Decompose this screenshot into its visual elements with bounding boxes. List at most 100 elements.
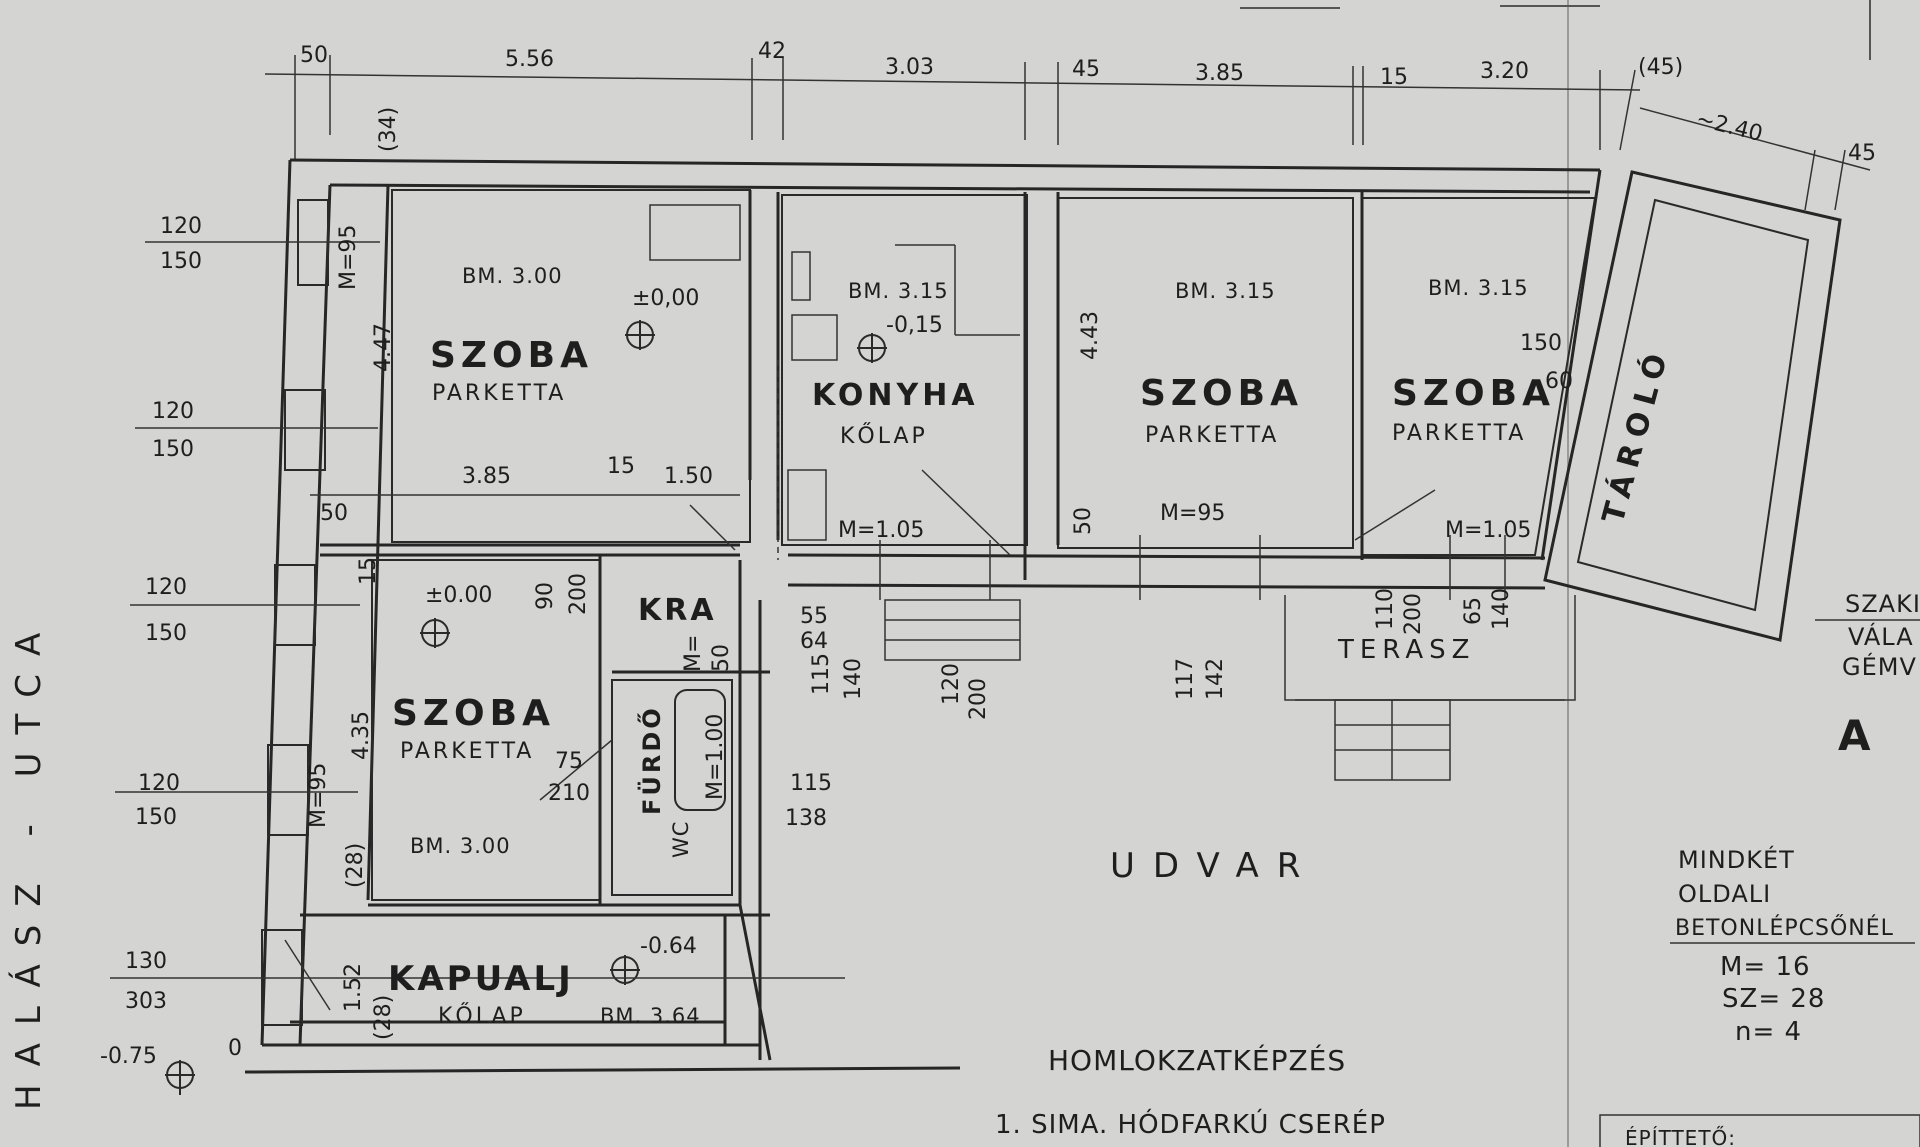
dim-385: 3.85 [462,464,511,489]
szoba1-name: SZOBA [430,335,593,376]
szoba3-floor: PARKETTA [1392,421,1526,446]
dim-200-step: 200 [966,678,991,720]
edge-note-1: SZAKI [1845,590,1920,618]
dim-top-303: 3.03 [885,55,934,80]
dim-142: 142 [1203,658,1228,700]
konyha-name: KONYHA [812,378,979,413]
dim-m105b: M=1.05 [1445,518,1531,543]
dim-m100: M=1.00 [703,714,728,800]
top-dimension-chain: 50 5.56 42 3.03 45 3.85 15 3.20 (45) ~2.… [264,39,1876,211]
dim-75: 75 [555,749,583,774]
building-walls [110,158,1920,1147]
dim-152: 1.52 [341,963,366,1012]
szoba1-floor: PARKETTA [432,381,566,406]
szoba2-floor: PARKETTA [1145,423,1279,448]
level-000: ±0.00 [425,583,492,608]
level-marker-1 [625,320,655,350]
dim-m95b: M=95 [306,763,331,828]
szoba2-bm: BM. 3.15 [1175,279,1276,303]
dim-m95a: M=95 [336,225,361,290]
dim-50a: 50 [320,501,348,526]
win4-width: 120 [138,771,180,796]
dim-65: 65 [1461,597,1486,625]
dim-60w: 60 [1545,369,1573,394]
dim-15b: 15 [356,557,381,585]
dim-140a: 140 [841,658,866,700]
misc-dimensions: (34) M=95 4.47 3.85 15 1.50 50 15 90 200… [228,107,1573,1061]
stairs-note-n: n= 4 [1735,1017,1802,1047]
szoba3-bm: BM. 3.15 [1428,276,1529,300]
level-marker-3 [420,618,450,648]
dim-m95c: M=95 [1160,501,1225,526]
dim-top-385: 3.85 [1195,61,1244,86]
dim-115b: 115 [790,771,832,796]
edge-note-3: GÉMV [1842,652,1917,681]
dim-117: 117 [1173,658,1198,700]
dim-150w: 150 [1520,331,1562,356]
level-075: -0.75 [100,1044,157,1069]
dim-140b: 140 [1489,588,1514,630]
stairs-note-m: M= 16 [1720,952,1811,982]
level-marker-4 [610,955,640,985]
dim-mk: M= [681,635,706,672]
dim-top-240: ~2.40 [1694,107,1765,148]
stairs-note-3: BETONLÉPCSŐNÉL [1675,915,1894,941]
win5-height: 303 [125,989,167,1014]
win3-height: 150 [145,621,187,646]
win4-height: 150 [135,805,177,830]
edge-note-2: VÁLA [1848,622,1914,651]
dim-435: 4.35 [349,711,374,760]
szoba2-name: SZOBA [1140,373,1303,414]
dim-top-556: 5.56 [505,47,554,72]
dim-115a: 115 [809,653,834,695]
floor-levels: ±0,00 -0,15 ±0.00 -0.64 -0.75 [100,286,943,1069]
dim-top-45p: (45) [1638,55,1683,80]
kapualj-bm: BM. 3.64 [600,1004,701,1028]
level-marker-2 [857,333,887,363]
facade-title: HOMLOKZATKÉPZÉS [1048,1043,1346,1077]
dim-200b: 200 [1401,593,1426,635]
bottom-box-text: ÉPÍTTETŐ: [1625,1126,1736,1147]
szoba4-floor: PARKETTA [400,739,534,764]
dim-top-50: 50 [300,43,328,68]
stairs-note-sz: SZ= 28 [1722,984,1825,1014]
dim-55: 55 [800,604,828,629]
dim-mk2: 50 [709,644,734,672]
kapualj-floor: KŐLAP [438,1003,526,1029]
szoba1-bm: BM. 3.00 [462,264,563,288]
dim-90: 90 [533,582,558,610]
stairs-note-2: OLDALI [1678,880,1771,908]
dim-64: 64 [800,629,828,654]
szoba3-name: SZOBA [1392,373,1555,414]
terasz-name: TERASZ [1337,635,1475,665]
dim-110: 110 [1373,588,1398,630]
dim-15a: 15 [607,454,635,479]
dim-210: 210 [548,781,590,806]
dim-150: 1.50 [664,464,713,489]
kra-name: KRA [638,593,717,628]
win3-width: 120 [145,575,187,600]
konyha-floor: KŐLAP [840,423,928,449]
dim-28b: (28) [371,995,396,1040]
kapualj-name: KAPUALJ [388,959,574,999]
udvar-name: UDVAR [1110,846,1318,886]
section-marker-a: A [1838,711,1872,760]
dim-120-step: 120 [939,663,964,705]
konyha-bm: BM. 3.15 [848,279,949,303]
furdo-name: FÜRDŐ [636,705,666,815]
win5-width: 130 [125,949,167,974]
win2-width: 120 [152,399,194,424]
street-label: HALÁSZ - UTCA [8,615,49,1110]
win2-height: 150 [152,437,194,462]
level-064: -0.64 [640,934,697,959]
drawing-notes: MINDKÉT OLDALI BETONLÉPCSŐNÉL M= 16 SZ= … [995,590,1920,1147]
wc-name: WC [669,821,693,858]
win1-height: 150 [160,249,202,274]
dim-0: 0 [228,1036,242,1061]
win1-width: 120 [160,214,202,239]
level-pm000: ±0,00 [632,286,699,311]
dim-200a: 200 [566,573,591,615]
dim-top-42: 42 [758,39,786,64]
dim-443: 4.43 [1078,311,1103,360]
dim-50b: 50 [1071,507,1096,535]
